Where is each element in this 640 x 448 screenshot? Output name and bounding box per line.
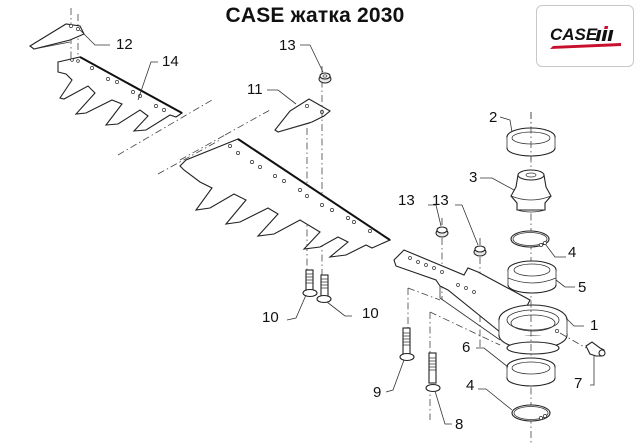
- callout-labels: 12 14 13 11 2 3 13 13 4 5 1 6 7 4 10 10 …: [116, 36, 598, 433]
- part-9-bolt: [399, 327, 415, 362]
- callout-4: 4: [568, 244, 576, 261]
- logo-ih-bars: [595, 26, 614, 41]
- callout-12: 12: [116, 36, 133, 53]
- callout-4: 4: [466, 377, 474, 394]
- leader-lines: [79, 29, 595, 425]
- diagram-title: CASE жатка 2030: [225, 4, 405, 27]
- callout-10: 10: [362, 305, 379, 322]
- callout-6: 6: [462, 339, 470, 356]
- callout-9: 9: [373, 384, 381, 401]
- part-4-circlip-lower: [511, 404, 551, 422]
- logo-brand-text: CASE: [550, 25, 598, 44]
- part-12-guard-plate: [29, 8, 85, 62]
- part-3-bushing: [510, 169, 552, 213]
- case-ih-logo-mark: CASE: [550, 25, 621, 49]
- callout-10: 10: [262, 309, 279, 326]
- part-8-bolt: [425, 352, 441, 393]
- callout-13: 13: [398, 192, 415, 209]
- part-10-bolts: [302, 269, 332, 304]
- callout-8: 8: [455, 416, 463, 433]
- case-ih-logo: CASE: [536, 5, 634, 67]
- callout-3: 3: [469, 169, 477, 186]
- part-2-ring: [506, 112, 556, 160]
- part-5-bearing: [507, 260, 557, 294]
- logo-red-swoosh: [550, 43, 621, 49]
- part-4-circlip-upper: [510, 230, 550, 248]
- callout-2: 2: [489, 109, 497, 126]
- part-13-nut-top: [318, 72, 332, 84]
- callout-5: 5: [578, 279, 586, 296]
- part-knife-bar-center: [157, 109, 392, 258]
- callout-11: 11: [247, 81, 263, 98]
- callout-13: 13: [432, 192, 449, 209]
- part-7-grease-nipple: [559, 332, 606, 357]
- callout-14: 14: [162, 53, 179, 70]
- part-1-drive-arm: [393, 249, 568, 355]
- part-14-knife-bar-left: [57, 56, 226, 161]
- callout-13: 13: [279, 37, 296, 54]
- callout-1: 1: [590, 317, 598, 334]
- callout-7: 7: [574, 375, 582, 392]
- part-6-ring: [506, 357, 556, 387]
